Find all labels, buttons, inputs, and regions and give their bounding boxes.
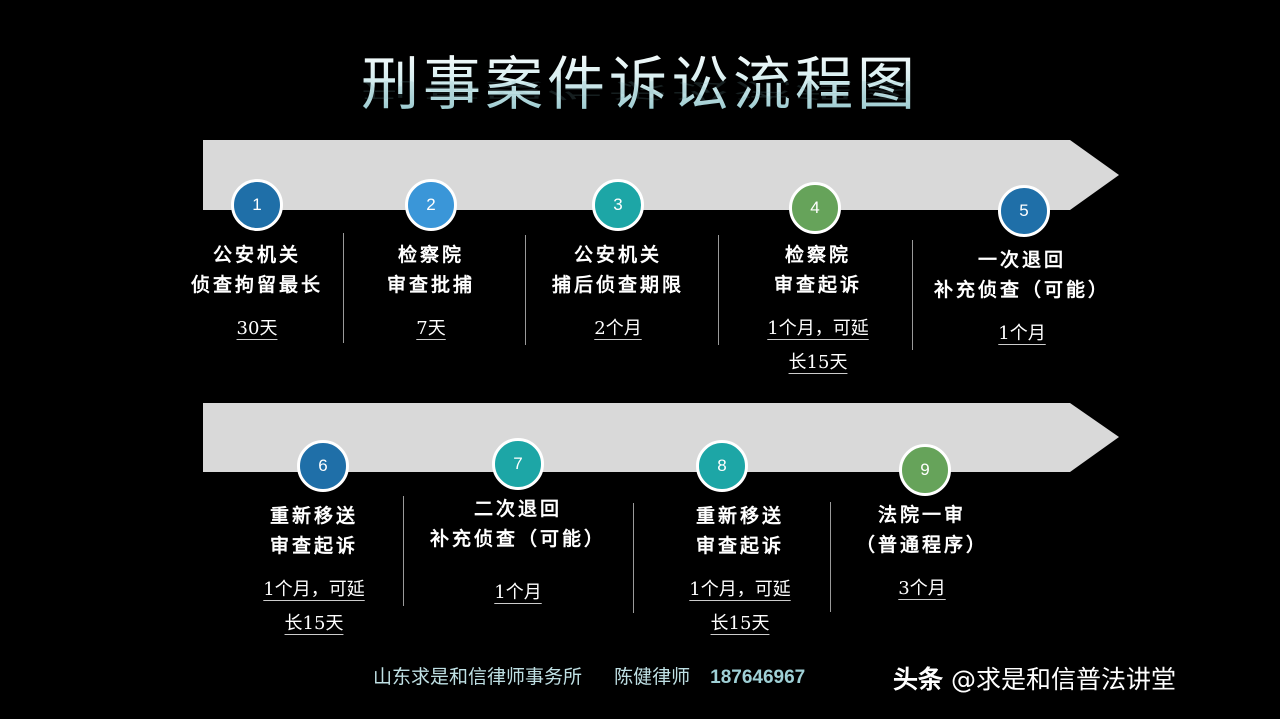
step-duration: 1个月，可延长15天 xyxy=(767,318,869,373)
step-2: 检察院 审查批捕 7天 xyxy=(387,240,475,346)
step-action: 捕后侦查期限 xyxy=(551,274,685,296)
step-number-badge: 2 xyxy=(405,179,457,231)
step-number-badge: 6 xyxy=(297,440,349,492)
step-agency: 重新移送 xyxy=(269,505,359,527)
step-agency: 公安机关 xyxy=(573,244,663,266)
step-number-badge: 1 xyxy=(231,179,283,231)
step-duration: 1个月，可延长15天 xyxy=(263,579,365,634)
step-agency: 检察院 xyxy=(397,244,465,266)
step-agency: 法院一审 xyxy=(877,504,967,526)
step-number-badge: 9 xyxy=(899,444,951,496)
phone-number: 187646967 xyxy=(710,667,806,688)
step-divider xyxy=(403,496,404,606)
watermark: 头条 @求是和信普法讲堂 xyxy=(893,660,1176,696)
step-duration: 3个月 xyxy=(898,578,946,599)
step-duration: 1个月 xyxy=(998,323,1046,344)
step-5: 一次退回 补充侦查（可能） 1个月 xyxy=(934,245,1110,351)
step-duration: 30天 xyxy=(236,318,278,339)
step-divider xyxy=(525,235,526,345)
step-agency: 一次退回 xyxy=(977,249,1067,271)
watermark-handle: @求是和信普法讲堂 xyxy=(950,665,1176,694)
step-duration: 1个月 xyxy=(494,582,542,603)
lawyer-name: 陈健律师 xyxy=(614,666,691,688)
watermark-brand: 头条 xyxy=(893,665,944,694)
step-action: 审查批捕 xyxy=(386,274,476,296)
step-number-badge: 4 xyxy=(789,182,841,234)
step-agency: 公安机关 xyxy=(212,244,302,266)
step-divider xyxy=(830,502,831,612)
step-3: 公安机关 捕后侦查期限 2个月 xyxy=(552,240,684,346)
step-action: 审查起诉 xyxy=(695,535,785,557)
step-number-badge: 3 xyxy=(592,179,644,231)
step-duration: 7天 xyxy=(416,318,446,339)
step-divider xyxy=(633,503,634,613)
step-1: 公安机关 侦查拘留最长 30天 xyxy=(191,240,323,346)
step-4: 检察院 审查起诉 1个月，可延长15天 xyxy=(767,240,868,380)
step-number-badge: 5 xyxy=(998,185,1050,237)
step-duration: 2个月 xyxy=(594,318,642,339)
step-divider xyxy=(718,235,719,345)
step-duration: 1个月，可延长15天 xyxy=(689,579,791,634)
page-title: 刑事案件诉讼流程图 xyxy=(0,44,1280,124)
timeline-arrow-row-1 xyxy=(203,140,1123,212)
timeline-arrow-row-2 xyxy=(203,403,1123,475)
step-divider xyxy=(912,240,913,350)
step-agency: 检察院 xyxy=(784,244,852,266)
step-number-badge: 7 xyxy=(492,438,544,490)
footer-credits: 山东求是和信律师事务所 陈健律师 187646967 xyxy=(373,662,805,689)
step-agency: 重新移送 xyxy=(695,505,785,527)
step-action: 侦查拘留最长 xyxy=(190,274,324,296)
step-action: 审查起诉 xyxy=(269,535,359,557)
step-7: 二次退回 补充侦查（可能） 1个月 xyxy=(430,494,606,610)
step-divider xyxy=(343,233,344,343)
step-8: 重新移送 审查起诉 1个月，可延长15天 xyxy=(689,501,790,641)
step-action: 补充侦查（可能） xyxy=(933,279,1111,301)
step-number-badge: 8 xyxy=(696,440,748,492)
step-action: 补充侦查（可能） xyxy=(429,528,607,550)
law-firm-name: 山东求是和信律师事务所 xyxy=(373,666,583,688)
step-action: 审查起诉 xyxy=(773,274,863,296)
step-action: （普通程序） xyxy=(855,534,989,556)
step-6: 重新移送 审查起诉 1个月，可延长15天 xyxy=(263,501,364,641)
step-agency: 二次退回 xyxy=(473,498,563,520)
step-9: 法院一审 （普通程序） 3个月 xyxy=(856,500,988,606)
